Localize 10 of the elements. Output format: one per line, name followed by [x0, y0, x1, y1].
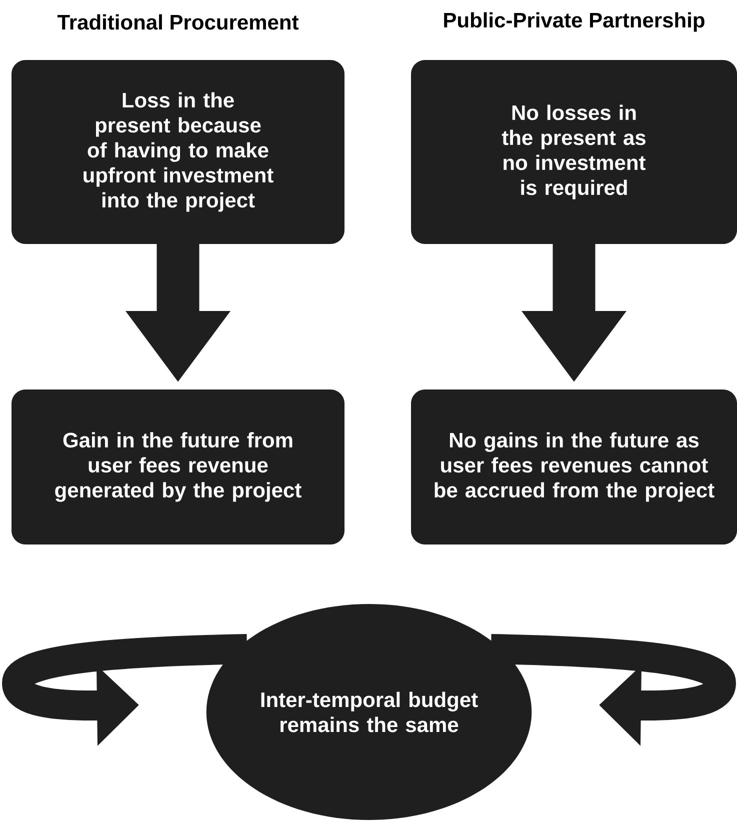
text-box: Loss in the present because of having to make upfront investment into the project — [12, 60, 344, 244]
text-box: Gain in the future from user fees revenue generated by the project — [12, 390, 344, 544]
block-arrow — [522, 244, 626, 382]
column-heading: Public-Private Partnership — [444, 12, 704, 32]
ellipse-node: Inter-temporal budget remains the same — [206, 604, 532, 820]
curved-arrow — [490, 634, 736, 746]
block-arrow — [126, 244, 230, 382]
column-heading: Traditional Procurement — [57, 14, 299, 30]
text-box: No losses in the present as no investment is required — [411, 60, 737, 244]
text-box: No gains in the future as user fees revenues cannot be accrued from the project — [411, 390, 737, 544]
